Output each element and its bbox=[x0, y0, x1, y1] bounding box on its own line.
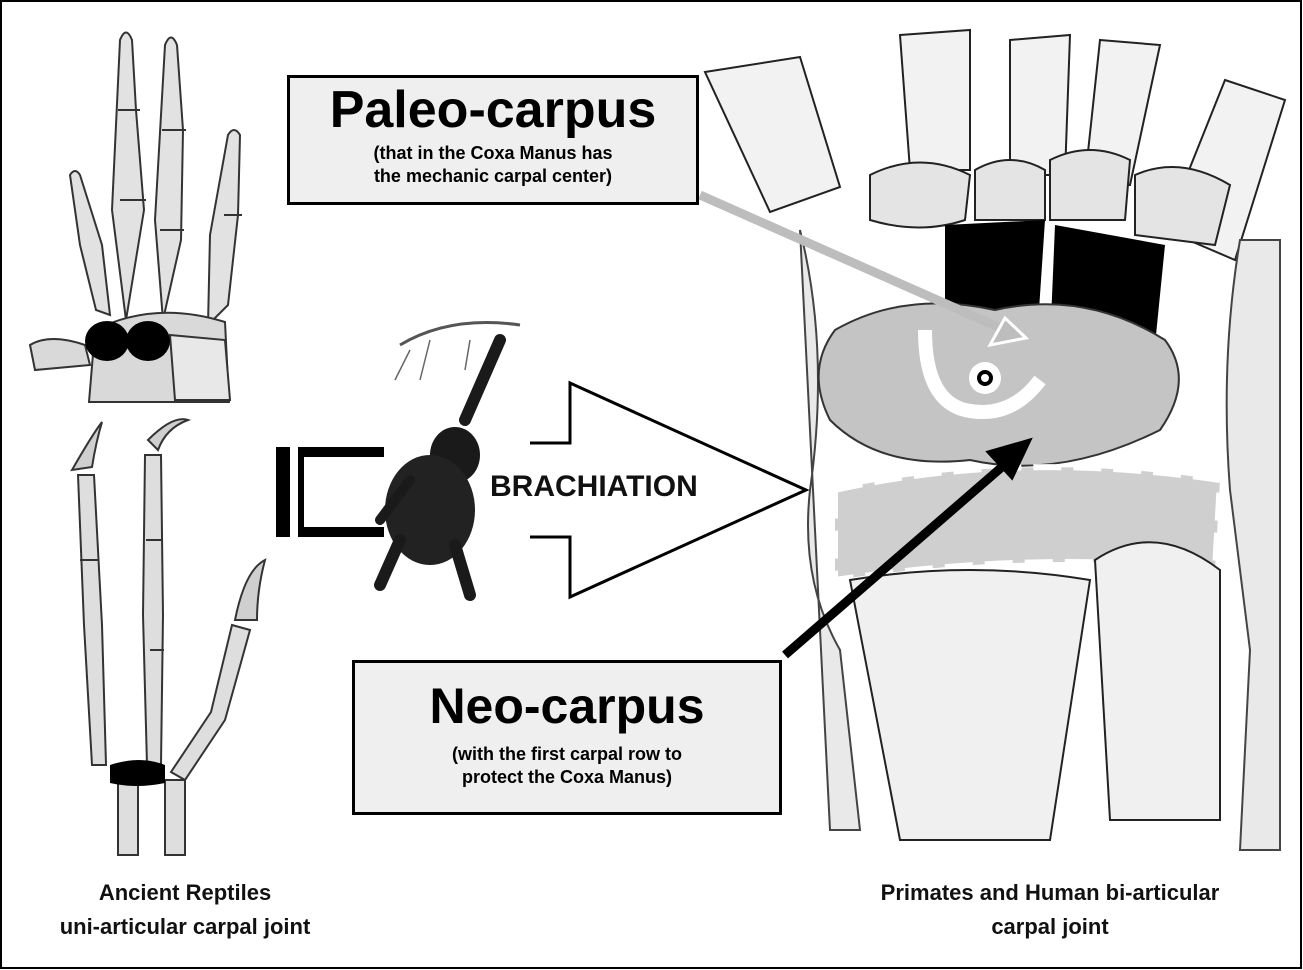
right-caption-line2: carpal joint bbox=[820, 910, 1280, 944]
right-caption: Primates and Human bi-articular carpal j… bbox=[820, 876, 1280, 944]
reptile-carpal-bone-2 bbox=[126, 321, 170, 361]
ulna-bone bbox=[1095, 542, 1220, 820]
reptile-claw-carpal-bone bbox=[110, 760, 165, 786]
neo-carpus-callout: Neo-carpus (with the first carpal row to… bbox=[352, 660, 782, 815]
paleo-carpus-callout: Paleo-carpus (that in the Coxa Manus has… bbox=[287, 75, 699, 205]
left-caption-line1: Ancient Reptiles bbox=[15, 876, 355, 910]
neo-carpus-title: Neo-carpus bbox=[355, 681, 779, 731]
left-caption-line2: uni-articular carpal joint bbox=[15, 910, 355, 944]
paleo-carpus-desc-line2: the mechanic carpal center) bbox=[290, 165, 696, 188]
reptile-carpal-bone-1 bbox=[85, 321, 129, 361]
paleo-carpus-desc-line1: (that in the Coxa Manus has bbox=[290, 142, 696, 165]
paleo-carpus-title: Paleo-carpus bbox=[290, 84, 696, 136]
brachiation-label: BRACHIATION bbox=[490, 470, 750, 504]
neo-carpus-desc-line2: protect the Coxa Manus) bbox=[355, 766, 779, 789]
right-caption-line1: Primates and Human bi-articular bbox=[820, 876, 1280, 910]
left-caption: Ancient Reptiles uni-articular carpal jo… bbox=[15, 876, 355, 944]
neo-carpus-desc-line1: (with the first carpal row to bbox=[355, 743, 779, 766]
